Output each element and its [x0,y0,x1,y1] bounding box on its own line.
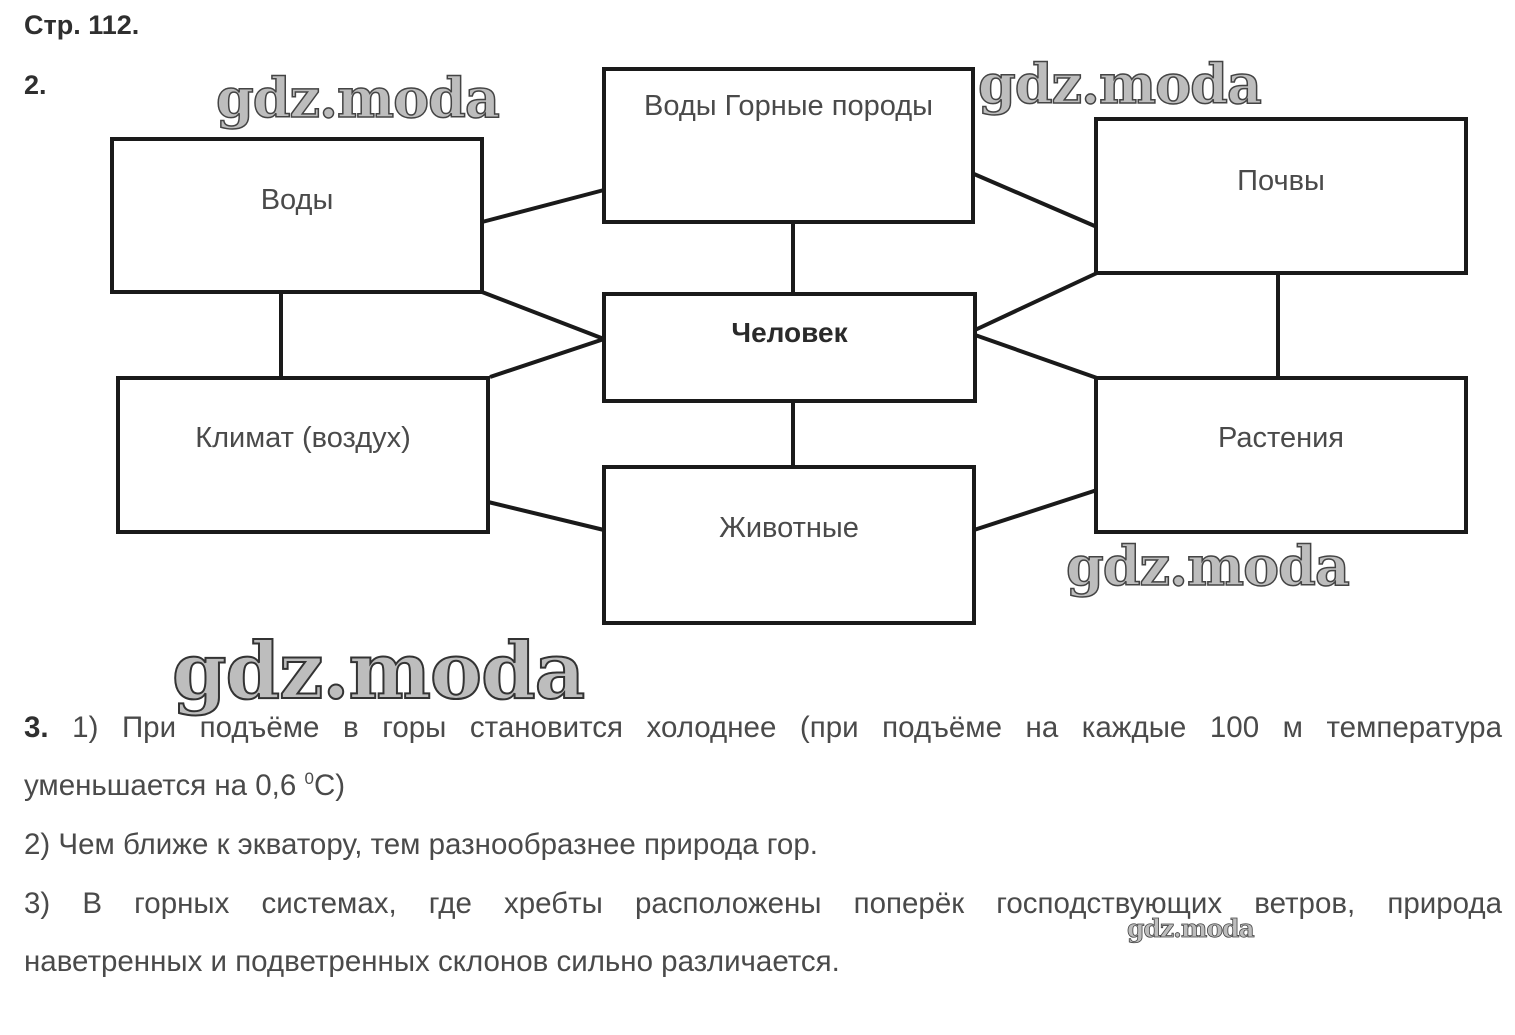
connector-line [973,172,1098,229]
connector-line [483,499,605,532]
watermark: gdz.moda [1127,914,1255,944]
node-waters-rocks: Воды Горные породы [602,67,975,224]
node-climate: Климат (воздух) [116,376,490,534]
task-2-number: 2. [24,70,47,100]
node-animals: Животные [602,465,976,625]
connector-line [974,333,1098,380]
task-3-paragraph-1-line-2: уменьшается на 0,6 0С) [24,769,346,802]
watermark: gdz.moda [977,51,1262,117]
task-3-paragraph-1-line-1: 3. 1) При подъёме в горы становится холо… [24,711,1502,744]
node-plants: Растения [1094,376,1468,534]
connector-line [973,488,1098,532]
watermark: gdz.moda [215,65,500,131]
watermark: gdz.moda [1065,533,1350,599]
connector-line [481,188,605,224]
node-human: Человек [602,292,977,403]
watermark: gdz.moda [171,625,586,718]
connector-line [489,337,605,379]
task-3-paragraph-2: 2) Чем ближе к экватору, тем разнообразн… [24,828,818,861]
superscript: 0 [304,769,314,789]
connector-line [974,271,1098,332]
connector-line [481,290,605,341]
task-3-paragraph-3-line-1: 3) В горных системах, где хребты располо… [24,887,1502,920]
task-3-paragraph-3-line-2: наветренных и подветренных склонов сильн… [24,945,840,978]
page-label: Стр. 112. [24,10,140,40]
task-3-number: 3. [24,711,49,744]
node-waters: Воды [110,137,484,294]
node-soils: Почвы [1094,117,1468,275]
